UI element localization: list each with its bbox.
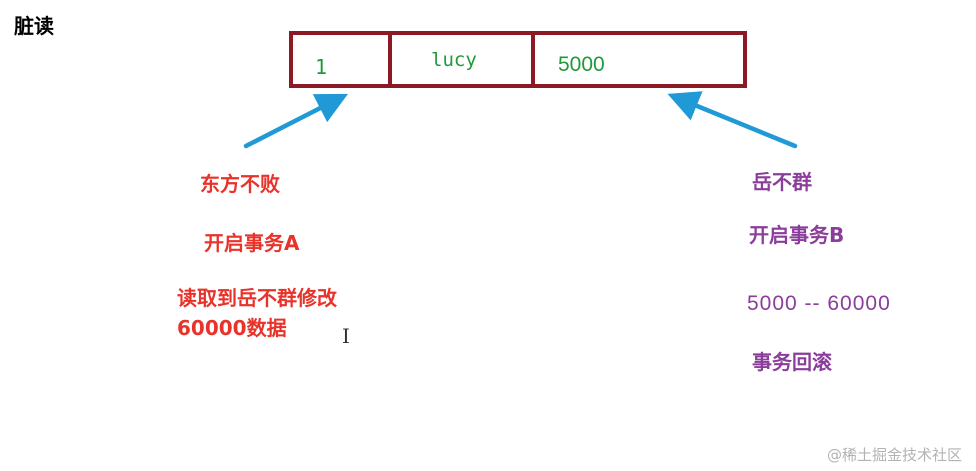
left-actor-label: 东方不败	[200, 172, 280, 196]
cell-divider	[388, 35, 392, 84]
record-amount-cell: 5000	[558, 53, 605, 76]
arrow-left-to-record	[243, 93, 349, 149]
left-action-line2: 60000数据	[177, 316, 287, 340]
record-id-cell: 1	[315, 55, 328, 79]
text-cursor-icon: I	[342, 324, 350, 348]
right-change-label: 5000 -- 60000	[747, 292, 891, 315]
cell-divider	[531, 35, 535, 84]
left-action-line1: 读取到岳不群修改	[177, 286, 337, 310]
left-start-label: 开启事务A	[204, 231, 300, 255]
right-actor-label: 岳不群	[752, 170, 812, 194]
watermark: @稀土掘金技术社区	[826, 446, 962, 464]
right-rollback-label: 事务回滚	[752, 350, 832, 374]
arrow-right-to-record	[667, 91, 798, 149]
record-name-cell: lucy	[431, 49, 477, 71]
right-start-label: 开启事务B	[749, 223, 845, 247]
record-row: 1 lucy 5000	[289, 31, 747, 88]
diagram-title: 脏读	[14, 14, 54, 38]
